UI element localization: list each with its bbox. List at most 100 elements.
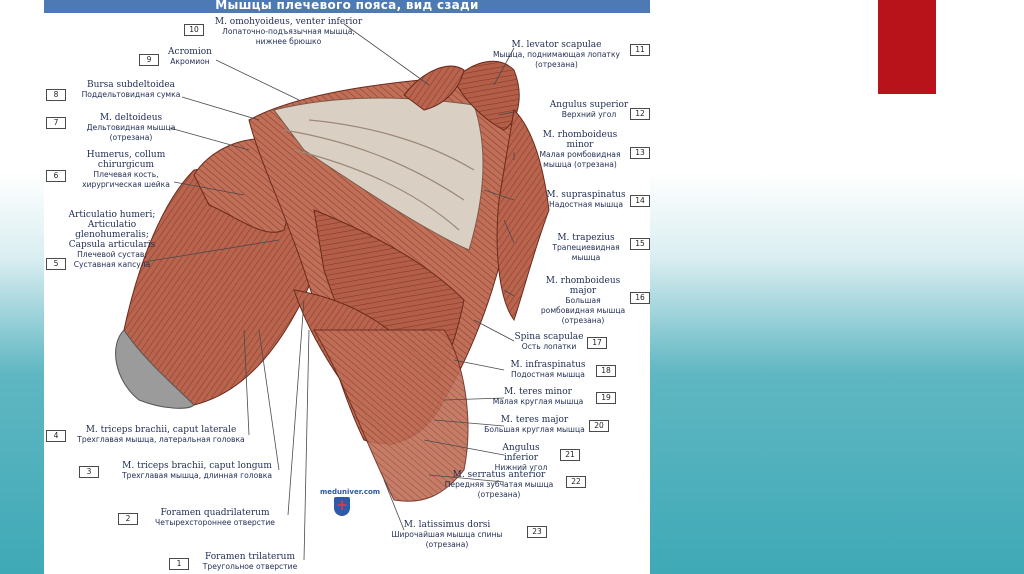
label-1-latin: Foramen trilaterum <box>205 552 295 562</box>
label-5: Articulatio humeri; Articulatio glenohum… <box>66 210 158 270</box>
label-8-latin: Bursa subdeltoidea <box>86 80 176 90</box>
label-9-russian: Акромион <box>170 57 210 66</box>
label-16-russian: Большая ромбовидная мышца (отрезана) <box>540 296 626 325</box>
label-number-9: 9 <box>139 54 159 66</box>
label-3: M. triceps brachii, caput longum Трехгла… <box>102 461 292 481</box>
label-4-latin: M. triceps brachii, caput laterale <box>85 425 237 435</box>
label-7: M. deltoideus Дельтовидная мышца (отреза… <box>66 113 196 143</box>
meduniver-logo: meduniver.com <box>320 488 381 516</box>
label-number-2: 2 <box>118 513 138 525</box>
label-number-10: 10 <box>184 24 204 36</box>
label-11: M. levator scapulae Мышца, поднимающая л… <box>484 40 629 70</box>
label-23-russian: Широчайшая мышца спины (отрезана) <box>391 530 503 549</box>
plate-title: Мышцы плечевого пояса, вид сзади <box>44 0 650 13</box>
label-4-russian: Трехглавая мышца, латеральная головка <box>77 435 245 444</box>
label-number-1: 1 <box>169 558 189 570</box>
label-number-18: 18 <box>596 365 616 377</box>
label-20-latin: M. teres major <box>500 415 569 425</box>
omohyoid-shape <box>403 65 465 111</box>
muscle-illustration <box>115 23 550 561</box>
label-number-14: 14 <box>630 195 650 207</box>
spine-fibers <box>283 119 475 231</box>
label-19: M. teres minor Малая круглая мышца <box>482 387 594 407</box>
label-6-latin: Humerus, collum chirurgicum <box>86 150 166 170</box>
label-23-latin: M. latissimus dorsi <box>403 520 491 530</box>
label-22-russian: Передняя зубчатая мышца (отрезана) <box>444 480 554 499</box>
label-12: Angulus superior Верхний угол <box>549 100 629 120</box>
label-number-22: 22 <box>566 476 586 488</box>
label-21-russian: Нижний угол <box>494 463 548 472</box>
label-22: M. serratus anterior Передняя зубчатая м… <box>434 470 564 500</box>
label-19-russian: Малая круглая мышца <box>492 397 584 406</box>
label-10-latin: M. omohyoideus, venter inferior <box>214 17 363 27</box>
label-number-12: 12 <box>630 108 650 120</box>
shield-icon <box>334 497 350 516</box>
label-17: Spina scapulae Ость лопатки <box>512 332 586 352</box>
label-2-russian: Четырехстороннее отверстие <box>155 518 275 527</box>
label-11-latin: M. levator scapulae <box>511 40 602 50</box>
label-23: M. latissimus dorsi Широчайшая мышца спи… <box>369 520 525 550</box>
leader-lines <box>143 23 515 561</box>
label-number-23: 23 <box>527 526 547 538</box>
label-18-latin: M. infraspinatus <box>510 360 586 370</box>
label-9: Acromion Акромион <box>160 47 220 67</box>
label-18-russian: Подостная мышца <box>511 370 585 379</box>
label-13: M. rhomboideus minor Малая ромбовидная м… <box>532 130 628 170</box>
label-15-latin: M. trapezius <box>557 233 615 243</box>
label-21: Angulus inferior Нижний угол <box>484 443 558 473</box>
label-10-russian: Лопаточно-подъязычная мышца, нижнее брюш… <box>222 27 355 46</box>
label-6-russian: Плечевая кость, хирургическая шейка <box>82 170 170 189</box>
label-number-20: 20 <box>589 420 609 432</box>
label-13-russian: Малая ромбовидная мышца (отрезана) <box>539 150 621 169</box>
latissimus-shape <box>313 329 469 502</box>
label-11-russian: Мышца, поднимающая лопатку (отрезана) <box>492 50 621 69</box>
logo-text: meduniver.com <box>320 488 381 496</box>
rhomboid-shape <box>496 108 550 322</box>
label-6: Humerus, collum chirurgicum Плечевая кос… <box>66 150 186 190</box>
label-1: Foramen trilaterum Треугольное отверстие <box>190 552 310 572</box>
label-12-russian: Верхний угол <box>561 110 617 119</box>
label-number-16: 16 <box>630 292 650 304</box>
label-8: Bursa subdeltoidea Поддельтовидная сумка <box>66 80 196 100</box>
label-number-3: 3 <box>79 466 99 478</box>
label-number-11: 11 <box>630 44 650 56</box>
label-2: Foramen quadrilaterum Четырехстороннее о… <box>140 508 290 528</box>
label-4: M. triceps brachii, caput laterale Трехг… <box>66 425 256 445</box>
label-21-latin: Angulus inferior <box>502 443 540 463</box>
label-20: M. teres major Большая круглая мышца <box>482 415 587 435</box>
label-number-8: 8 <box>46 89 66 101</box>
label-number-21: 21 <box>560 449 580 461</box>
label-7-latin: M. deltoideus <box>99 113 163 123</box>
label-13-latin: M. rhomboideus minor <box>542 130 618 150</box>
label-8-russian: Поддельтовидная сумка <box>81 90 181 99</box>
label-number-13: 13 <box>630 147 650 159</box>
label-number-5: 5 <box>46 258 66 270</box>
label-number-4: 4 <box>46 430 66 442</box>
supraspinatus-shape <box>273 97 484 251</box>
label-20-russian: Большая круглая мышца <box>484 425 585 434</box>
label-7-russian: Дельтовидная мышца (отрезана) <box>86 123 176 142</box>
label-number-17: 17 <box>587 337 607 349</box>
label-15-russian: Трапециевидная мышца <box>552 243 620 262</box>
label-number-7: 7 <box>46 117 66 129</box>
label-15: M. trapezius Трапециевидная мышца <box>544 233 628 263</box>
label-10: M. omohyoideus, venter inferior Лопаточн… <box>206 17 371 47</box>
label-3-russian: Трехглавая мышца, длинная головка <box>121 471 272 480</box>
label-17-russian: Ость лопатки <box>521 342 577 351</box>
label-2-latin: Foramen quadrilaterum <box>160 508 270 518</box>
label-14: M. supraspinatus Надостная мышца <box>544 190 628 210</box>
label-14-latin: M. supraspinatus <box>546 190 626 200</box>
levator-shape <box>453 60 520 131</box>
forearm-cut-shape <box>115 329 195 409</box>
label-number-19: 19 <box>596 392 616 404</box>
label-17-latin: Spina scapulae <box>514 332 584 342</box>
label-12-latin: Angulus superior <box>549 100 629 110</box>
label-16: M. rhomboideus major Большая ромбовидная… <box>538 276 628 326</box>
label-18: M. infraspinatus Подостная мышца <box>502 360 594 380</box>
label-number-6: 6 <box>46 170 66 182</box>
label-1-russian: Треугольное отверстие <box>202 562 298 571</box>
label-22-latin: M. serratus anterior <box>452 470 546 480</box>
anatomy-plate: Мышцы плечевого пояса, вид сзади 8 Bursa… <box>44 0 650 574</box>
label-3-latin: M. triceps brachii, caput longum <box>122 461 272 471</box>
